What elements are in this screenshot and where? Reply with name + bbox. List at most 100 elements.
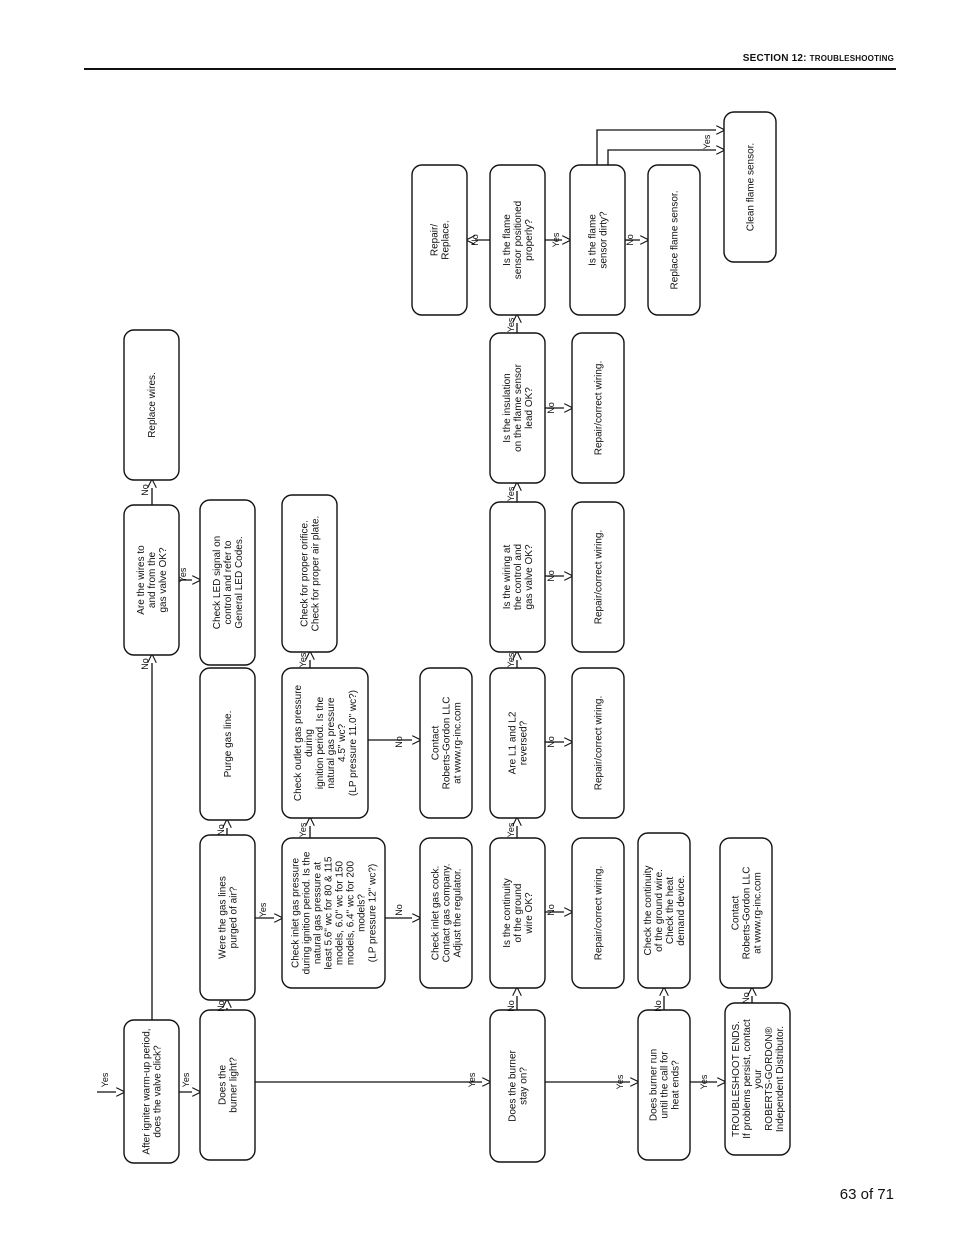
box-text-line: (LP pressure 11.0" wc?)	[348, 690, 359, 796]
flow-box-repair-replace: Repair/Replace.	[411, 164, 468, 316]
box-text: Replace wires.	[147, 372, 158, 438]
box-outline	[281, 494, 338, 653]
box-text-line: properly?	[524, 219, 535, 261]
flow-box-repair-2: Repair/correct wiring.	[571, 667, 625, 819]
flow-connector	[607, 150, 724, 165]
box-outline	[281, 837, 386, 989]
box-outline	[199, 1009, 256, 1161]
box-text-line: Replace wires.	[147, 372, 158, 438]
box-text-line: lead OK?	[524, 387, 535, 429]
flow-box-run-until: Does burner rununtil the call forheat en…	[637, 1009, 691, 1161]
box-text-line: Check inlet gas cock.	[431, 866, 442, 961]
box-text-line: Does the	[218, 1065, 229, 1105]
box-outline	[489, 1009, 546, 1163]
connector-label-no: No	[216, 824, 226, 836]
box-outline	[571, 501, 625, 653]
box-text-line: does the valve click?	[153, 1045, 164, 1138]
flow-box-replace-wires: Replace wires.	[123, 329, 180, 481]
flow-box-wiring-control: Is the wiring atthe control andgas valve…	[489, 501, 546, 653]
box-text-line: purged of air?	[229, 886, 240, 948]
header-rule	[84, 68, 896, 70]
box-text-line: Repair/correct wiring.	[594, 866, 605, 960]
box-text-line: Does burner run	[649, 1049, 660, 1121]
flow-box-replace-sensor: Replace flame sensor.	[647, 164, 701, 316]
connector-label-no: No	[546, 570, 556, 582]
box-outline	[123, 1019, 180, 1164]
box-text: Purge gas line.	[223, 711, 234, 778]
box-text-line: Purge gas line.	[223, 711, 234, 778]
box-text-line: until the call for	[660, 1051, 671, 1119]
flow-box-repair-4: Repair/correct wiring.	[571, 332, 625, 484]
box-text-line: control and refer to	[223, 540, 234, 624]
connector-label-no: No	[140, 484, 150, 496]
box-text-line: burner light?	[229, 1057, 240, 1113]
box-text-line: models, 6.0" wc for 150	[335, 860, 346, 965]
box-text-line: 4.5" wc?	[337, 724, 348, 762]
flow-box-inlet-pressure: Check inlet gas pressureduring ignition …	[281, 837, 386, 989]
box-outline	[199, 499, 256, 666]
box-text-line: ROBERTS-GORDON®	[764, 1026, 775, 1130]
page-header: SECTION 12: TROUBLESHOOTING	[0, 0, 954, 80]
box-text-line: Roberts-Gordon LLC	[742, 867, 753, 960]
connector-label-yes: Yes	[258, 902, 268, 917]
section-name: TROUBLESHOOTING	[809, 54, 894, 63]
connector-label-yes: Yes	[100, 1072, 110, 1087]
flow-box-burner-light: Does theburner light?	[199, 1009, 256, 1161]
connector-label-yes: Yes	[702, 134, 712, 149]
box-text: Check inlet gas cock.Contact gas company…	[431, 864, 464, 963]
box-text-line: Repair/correct wiring.	[594, 696, 605, 790]
box-text-line: Replace flame sensor.	[670, 191, 681, 290]
flow-box-sensor-position: Is the flamesensor positionedproperly?	[489, 164, 546, 316]
box-text-line: Independent Distributor.	[775, 1026, 786, 1132]
box-outline	[571, 667, 625, 819]
box-text-line: your	[753, 1069, 764, 1089]
connector-label-no: No	[394, 904, 404, 916]
box-text-line: Check inlet gas pressure	[291, 858, 302, 968]
box-text: Is the flamesensor positionedproperly?	[502, 201, 535, 279]
box-text: Check LED signal oncontrol and refer toG…	[212, 536, 245, 629]
box-text-line: of the ground wire.	[654, 869, 665, 952]
box-text-line: Adjust the regulator.	[453, 869, 464, 958]
box-text-line: Check for proper orifice.	[300, 520, 311, 627]
flow-box-insulation: Is the insulationon the flame sensorlead…	[489, 332, 546, 484]
box-outline	[489, 837, 546, 989]
box-text-line: gas valve OK?	[158, 547, 169, 612]
box-text-line: Check outlet gas pressure	[293, 684, 304, 801]
box-text-line: models, 6.4" wc for 200	[346, 860, 357, 965]
box-outline	[723, 111, 777, 263]
flow-box-contact-rg-1: ContactRoberts-Gordon LLCat www.rg-inc.c…	[419, 667, 473, 819]
box-text-line: the control and	[513, 544, 524, 610]
box-text: Check for proper orifice.Check for prope…	[300, 516, 322, 632]
connector-label-no: No	[394, 736, 404, 748]
box-text-line: of the ground	[513, 884, 524, 943]
flow-box-ground-wire: Is the continuityof the groundwire OK?	[489, 837, 546, 989]
box-text: Repair/Replace.	[430, 220, 452, 259]
flow-box-repair-3: Repair/correct wiring.	[571, 501, 625, 653]
box-text-line: during	[304, 729, 315, 757]
box-text: Check the continuityof the ground wire.C…	[643, 865, 687, 955]
box-text-line: Are the wires to	[136, 545, 147, 615]
box-text: ContactRoberts-Gordon LLCat www.rg-inc.c…	[431, 697, 464, 790]
connector-label-no: No	[216, 1000, 226, 1012]
connector-label-yes: Yes	[298, 652, 308, 667]
connector-label-no: No	[653, 1000, 663, 1012]
box-text-line: ignition period. Is the	[315, 696, 326, 789]
box-outline	[489, 332, 546, 484]
box-text-line: sensor dirty?	[599, 211, 610, 269]
flow-box-purge-gas: Purge gas line.	[199, 667, 256, 821]
box-text: Is the flamesensor dirty?	[588, 211, 610, 269]
flow-box-gas-purged: Were the gas linespurged of air?	[199, 834, 256, 1001]
box-text-line: Repair/correct wiring.	[594, 361, 605, 455]
box-text: TROUBLESHOOT ENDS.If problems persist, c…	[731, 1019, 786, 1139]
box-text: Are L1 and L2reversed?	[508, 711, 530, 774]
box-text-line: on the flame sensor	[513, 363, 524, 451]
box-outline	[419, 667, 473, 819]
box-text-line: sensor positioned	[513, 201, 524, 279]
connector-label-no: No	[741, 992, 751, 1004]
box-outline	[199, 834, 256, 1001]
connector-label-no: No	[140, 658, 150, 670]
box-text: Is the insulationon the flame sensorlead…	[502, 363, 535, 451]
box-outline	[571, 837, 625, 989]
box-outline	[489, 164, 546, 316]
connector-label-yes: Yes	[551, 232, 561, 247]
